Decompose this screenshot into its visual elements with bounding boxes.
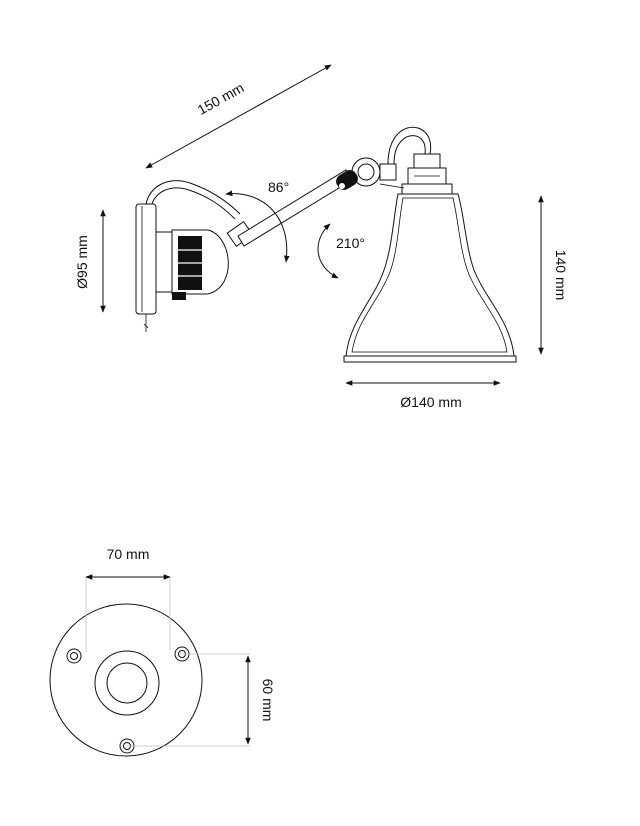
shade-crown — [379, 153, 453, 195]
dim-shade-rotation: 210° — [317, 223, 365, 279]
mount-front-view — [49, 603, 203, 757]
shade-rim — [343, 355, 517, 363]
dim-mount-width-label: 70 mm — [107, 546, 150, 562]
wall-backplate — [135, 203, 157, 315]
top-bracket — [145, 180, 241, 215]
screw-hole-top-left — [66, 648, 82, 664]
dim-arm-angle-arc — [225, 190, 290, 263]
dim-mount-width: 70 mm — [85, 546, 171, 652]
dim-arm-length-line — [145, 64, 332, 169]
dim-shade-diameter-label: Ø140 mm — [400, 394, 461, 410]
arm — [237, 169, 353, 247]
dim-shade-rotation-label: 210° — [336, 235, 365, 251]
shade-hook — [387, 126, 432, 165]
dim-mount-height: 60 mm — [127, 653, 276, 747]
socket-housing — [155, 231, 173, 293]
dim-backplate-diameter-label: Ø95 mm — [74, 235, 90, 289]
dim-arm-angle: 86° — [225, 179, 290, 263]
dim-mount-height-label: 60 mm — [260, 679, 276, 722]
arm-joint-upper — [336, 157, 381, 190]
mount-boss-inner — [106, 662, 148, 704]
shade — [345, 193, 515, 357]
lamp-side-view — [135, 126, 517, 363]
dim-backplate-diameter: Ø95 mm — [74, 209, 106, 313]
screw-hole-top-right — [174, 646, 190, 662]
dim-arm-length: 150 mm — [145, 64, 332, 169]
switch-knob — [172, 292, 186, 300]
dim-arm-angle-label: 86° — [268, 179, 289, 195]
dim-shade-rotation-arc — [317, 223, 339, 279]
dim-arm-length-label: 150 mm — [195, 79, 247, 118]
dim-shade-height-label: 140 mm — [553, 250, 569, 301]
dim-shade-height: 140 mm — [538, 195, 569, 355]
dim-shade-diameter: Ø140 mm — [345, 380, 501, 410]
